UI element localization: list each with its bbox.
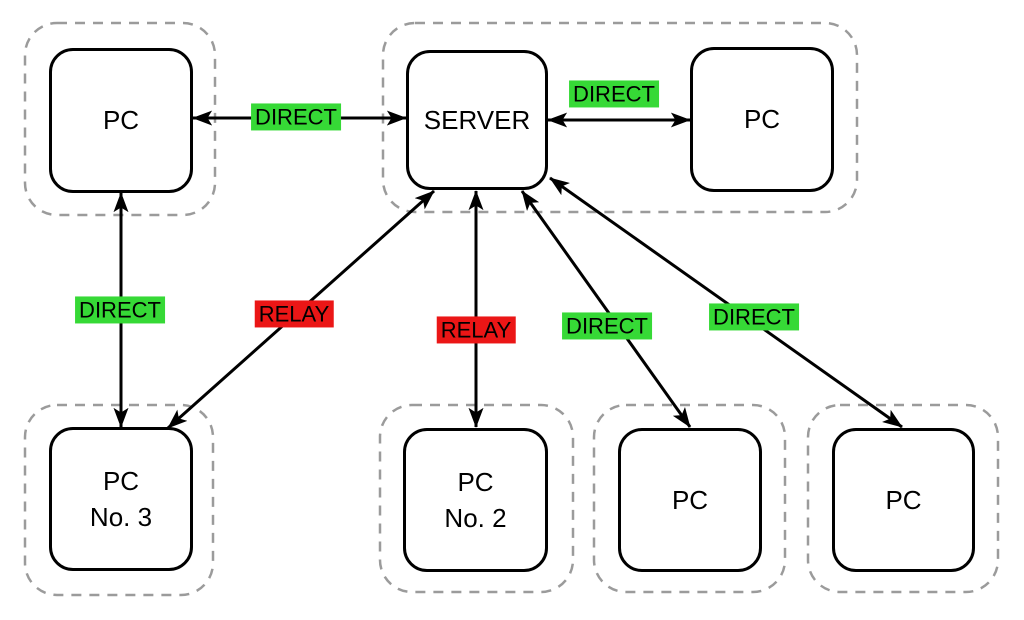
edge-label-relay: RELAY <box>436 316 516 344</box>
node-pc-top-right: PC <box>690 47 834 192</box>
node-pc-bottom-third: PC <box>618 428 762 572</box>
node-label: PC <box>457 466 494 497</box>
node-label: PC <box>671 484 709 515</box>
edge-server-pc-bottom-third <box>520 190 692 428</box>
node-label: SERVER <box>423 104 531 135</box>
node-label: No. 2 <box>444 503 507 533</box>
edge-label-direct: DIRECT <box>251 103 341 131</box>
node-label: PC <box>885 484 922 515</box>
node-label: PC <box>102 465 140 496</box>
edge-label-direct: DIRECT <box>709 303 799 331</box>
node-label: PC <box>743 104 781 135</box>
node-pc-no-2: PC No. 2 <box>403 428 548 572</box>
node-pc-no-3: PC No. 3 <box>49 427 193 571</box>
edge-label-direct: DIRECT <box>562 312 652 340</box>
node-pc-top-left: PC <box>49 48 193 193</box>
node-server: SERVER <box>406 50 548 190</box>
edge-label-direct: DIRECT <box>569 80 659 108</box>
edge-label-direct: DIRECT <box>75 296 165 324</box>
edge-label-relay: RELAY <box>254 300 334 328</box>
node-label: PC <box>102 105 140 136</box>
node-label: No. 3 <box>89 502 153 532</box>
node-pc-bottom-fourth: PC <box>832 428 975 572</box>
